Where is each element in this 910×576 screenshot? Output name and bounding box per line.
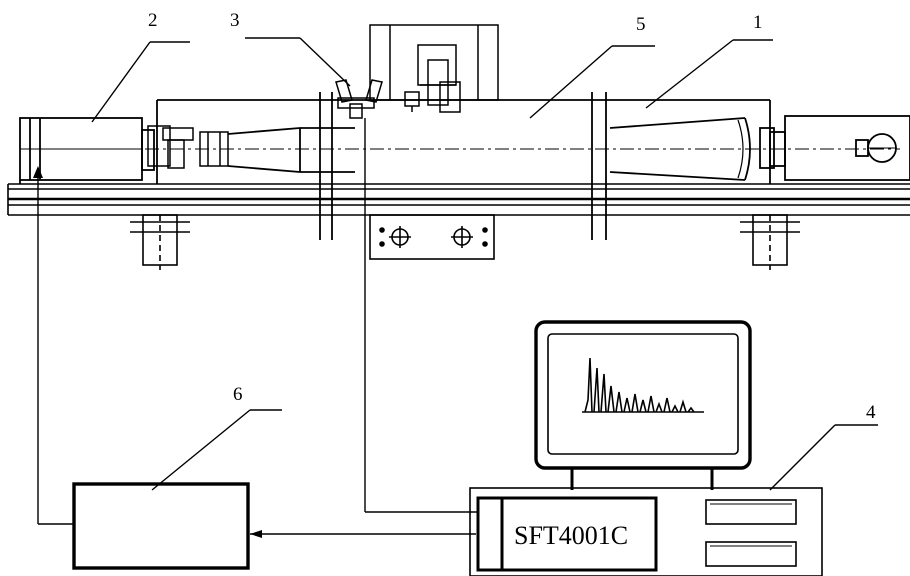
rail-beam [7,183,910,216]
callout-5: 5 [636,14,646,35]
callout-leaders [91,37,878,491]
sensor-clamp [335,79,383,119]
sensor-mount-plate [369,214,495,260]
tail-unit [759,115,910,181]
motor-coupling [147,125,229,169]
callout-1: 1 [753,12,763,33]
support-foot-right [740,214,800,270]
support-foot-left [130,214,190,270]
analyzer-console [469,487,823,576]
flange-right [591,92,607,240]
arrow-up-icon [33,166,43,178]
analyzer-model-label: SFT4001C [514,521,628,550]
signal-wires [37,118,478,535]
arrow-left-icon [250,530,262,538]
flange-left [319,92,333,240]
monitor [534,320,752,490]
spectrum-waveform [582,357,704,413]
callout-6: 6 [233,384,243,405]
callout-4: 4 [866,402,876,423]
top-bracket [369,24,499,113]
main-tube [20,99,900,184]
callout-3: 3 [230,10,240,31]
callout-2: 2 [148,10,158,31]
controller-box [72,482,250,570]
